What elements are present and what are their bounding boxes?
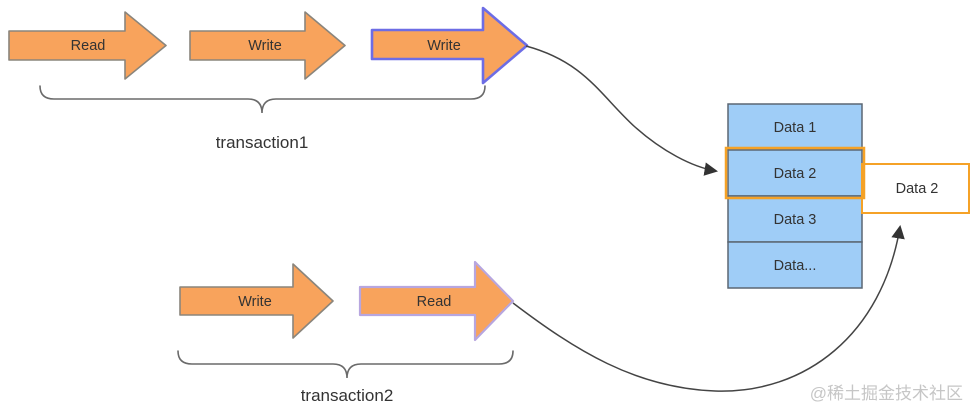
data-cell-3-label: Data 3 (774, 212, 817, 228)
transaction1-group: Read Write Write transaction1 (8, 6, 529, 152)
transaction1-label: transaction1 (216, 133, 309, 152)
arrow-write-t2 (179, 263, 334, 339)
connector-read-to-result (512, 225, 905, 392)
result-box-label: Data 2 (896, 181, 939, 197)
arrow-read-t1 (8, 11, 167, 80)
result-box-group: Data 2 (861, 163, 970, 214)
arrow-read-t2-highlighted (358, 260, 515, 342)
data-cell-more-label: Data... (774, 258, 817, 274)
transaction2-group: Write Read transaction2 (177, 260, 515, 405)
data-cell-1-label: Data 1 (774, 120, 817, 136)
data-cell-2-highlight-border (724, 146, 866, 200)
result-box (861, 163, 970, 214)
data-cell-more (727, 241, 863, 289)
arrow-write-t2-label: Write (238, 294, 272, 310)
connector-write-to-data2 (525, 45, 718, 176)
transaction2-label: transaction2 (301, 386, 394, 405)
arrow-read-t2-label: Read (417, 294, 452, 310)
arrow-write1-t1-label: Write (248, 38, 282, 54)
brace-transaction2 (177, 350, 514, 379)
brace-transaction1 (39, 85, 486, 114)
arrow-write1-t1 (189, 11, 346, 80)
arrow-write2-t1-label: Write (427, 38, 461, 54)
data-stack: Data 1 Data 2 Data 3 Data... (727, 103, 863, 289)
watermark-text: @稀土掘金技术社区 (810, 384, 963, 403)
data-cell-2-label: Data 2 (774, 166, 817, 182)
arrow-write2-t1-highlighted (370, 6, 529, 85)
data-cell-2 (727, 149, 863, 197)
data-cell-3 (727, 195, 863, 243)
arrow-read-t1-label: Read (71, 38, 106, 54)
